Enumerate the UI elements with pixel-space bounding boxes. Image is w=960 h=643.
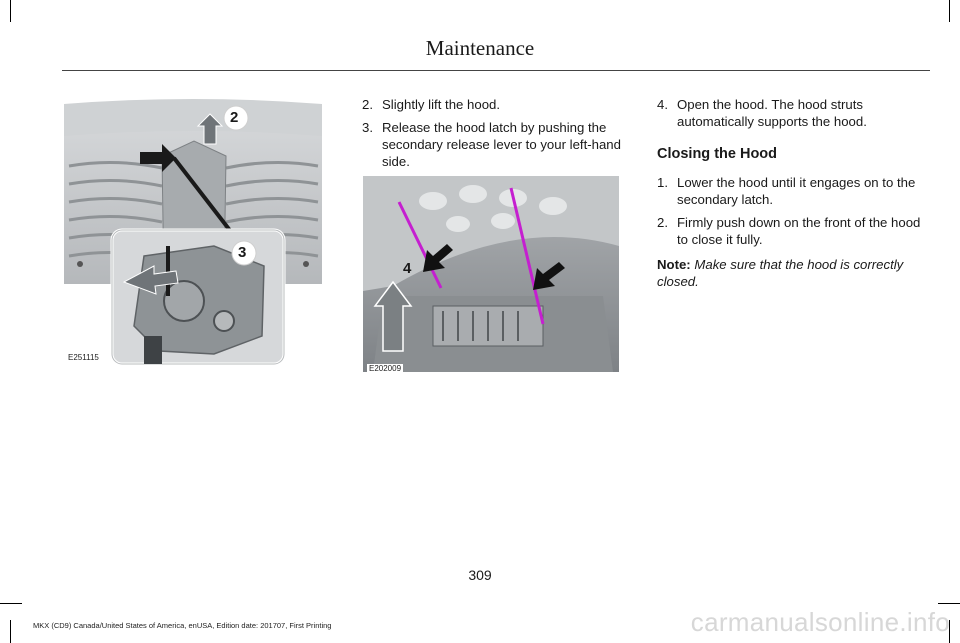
callout-3: 3: [238, 244, 247, 261]
crop-mark-top-right-v: [949, 0, 950, 22]
step-text: Lower the hood until it engages on to th…: [677, 175, 916, 207]
crop-mark-bottom-left-v: [10, 620, 11, 643]
page-number: 309: [468, 567, 492, 583]
callout-2: 2: [230, 109, 239, 126]
engine-bay-figure: 4 E202009: [363, 176, 619, 376]
closing-step-2: 2. Firmly push down on the front of the …: [657, 214, 929, 248]
note-text: Make sure that the hood is correctly clo…: [657, 257, 904, 289]
step-number: 1.: [657, 175, 668, 190]
step-number: 3.: [362, 120, 373, 135]
grille-latch-figure: 2 3 E251115: [64, 96, 322, 371]
step-text: Open the hood. The hood struts automatic…: [677, 97, 867, 129]
engine-bay-illustration: [363, 176, 619, 372]
crop-mark-top-left-v: [10, 0, 11, 22]
section-heading: Closing the Hood: [657, 146, 778, 162]
figure-code: E251115: [68, 353, 99, 362]
step-2: 2. Slightly lift the hood.: [362, 96, 634, 113]
crop-mark-bottom-right-h: [938, 603, 960, 604]
callout-4: 4: [403, 260, 412, 277]
step-number: 4.: [657, 97, 668, 112]
step-4: 4. Open the hood. The hood struts automa…: [657, 96, 929, 130]
step-text: Release the hood latch by pushing the se…: [382, 120, 621, 169]
figure-code: E202009: [367, 364, 404, 373]
right-column: 4. Open the hood. The hood struts automa…: [657, 96, 929, 290]
step-text: Slightly lift the hood.: [382, 97, 501, 112]
crop-mark-bottom-left-h: [0, 603, 22, 604]
header-divider: [62, 70, 930, 71]
middle-column: 2. Slightly lift the hood. 3. Release th…: [362, 96, 634, 176]
step-number: 2.: [362, 97, 373, 112]
note: Note: Make sure that the hood is correct…: [657, 256, 929, 290]
step-3: 3. Release the hood latch by pushing the…: [362, 119, 634, 170]
grille-latch-illustration: [64, 99, 322, 366]
step-number: 2.: [657, 215, 668, 230]
edition-footer: MKX (CD9) Canada/United States of Americ…: [33, 621, 332, 630]
page-title: Maintenance: [425, 36, 535, 60]
note-label: Note:: [657, 257, 691, 272]
step-text: Firmly push down on the front of the hoo…: [677, 215, 921, 247]
closing-step-1: 1. Lower the hood until it engages on to…: [657, 174, 929, 208]
watermark: carmanualsonline.info: [690, 607, 950, 637]
crop-mark-bottom-right-v: [949, 620, 950, 643]
